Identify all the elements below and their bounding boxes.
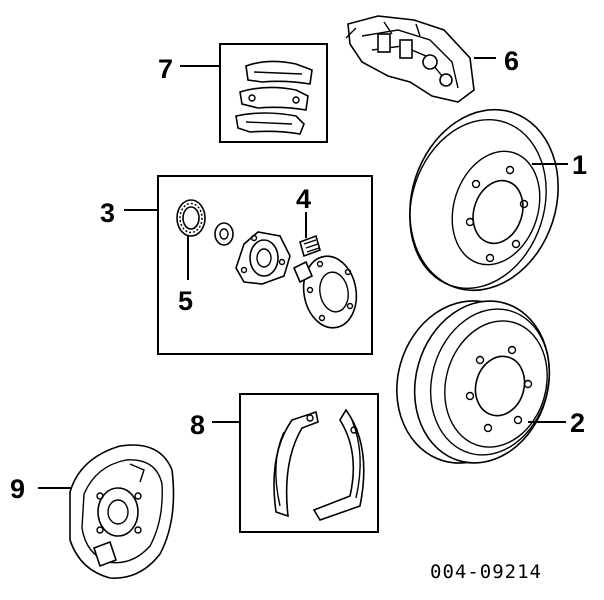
callout-7: 7 — [158, 54, 173, 84]
callout-2: 2 — [570, 408, 585, 438]
wheel-bearing-drawing — [176, 199, 206, 237]
callout-6: 6 — [504, 46, 519, 76]
caliper-group: 6 — [345, 15, 519, 103]
caliper-drawing — [345, 15, 475, 103]
callout-9: 9 — [10, 474, 25, 504]
hub-nut-drawing — [214, 222, 234, 246]
callout-8: 8 — [190, 410, 205, 440]
brake-rotor-group: 1 — [409, 108, 587, 292]
wheel-stud-drawing — [299, 234, 321, 258]
backing-plate-group: 9 — [10, 444, 175, 579]
brake-pads-box — [219, 43, 328, 143]
brake-drum-group: 2 — [396, 300, 585, 464]
callout-1: 1 — [572, 150, 587, 180]
brake-pads-drawing — [235, 60, 313, 135]
hub-assembly-box — [157, 175, 373, 355]
brake-shoes-box — [239, 393, 379, 533]
callout-5: 5 — [178, 286, 193, 316]
hub-assembly-group: 3 5 4 — [100, 175, 373, 355]
brake-drum-drawing — [396, 300, 551, 464]
brake-rotor-drawing — [409, 108, 559, 292]
brake-shoes-group: 8 — [190, 393, 379, 533]
callout-4: 4 — [296, 184, 311, 214]
brake-pads-group: 7 — [158, 43, 328, 143]
bearing-housing-drawing — [235, 231, 291, 285]
backing-plate-drawing — [69, 444, 175, 579]
callout-3: 3 — [100, 198, 115, 228]
wheel-hub-drawing — [292, 255, 358, 329]
brake-shoes-drawing — [273, 408, 365, 521]
diagram-code: 004-09214 — [430, 561, 542, 583]
